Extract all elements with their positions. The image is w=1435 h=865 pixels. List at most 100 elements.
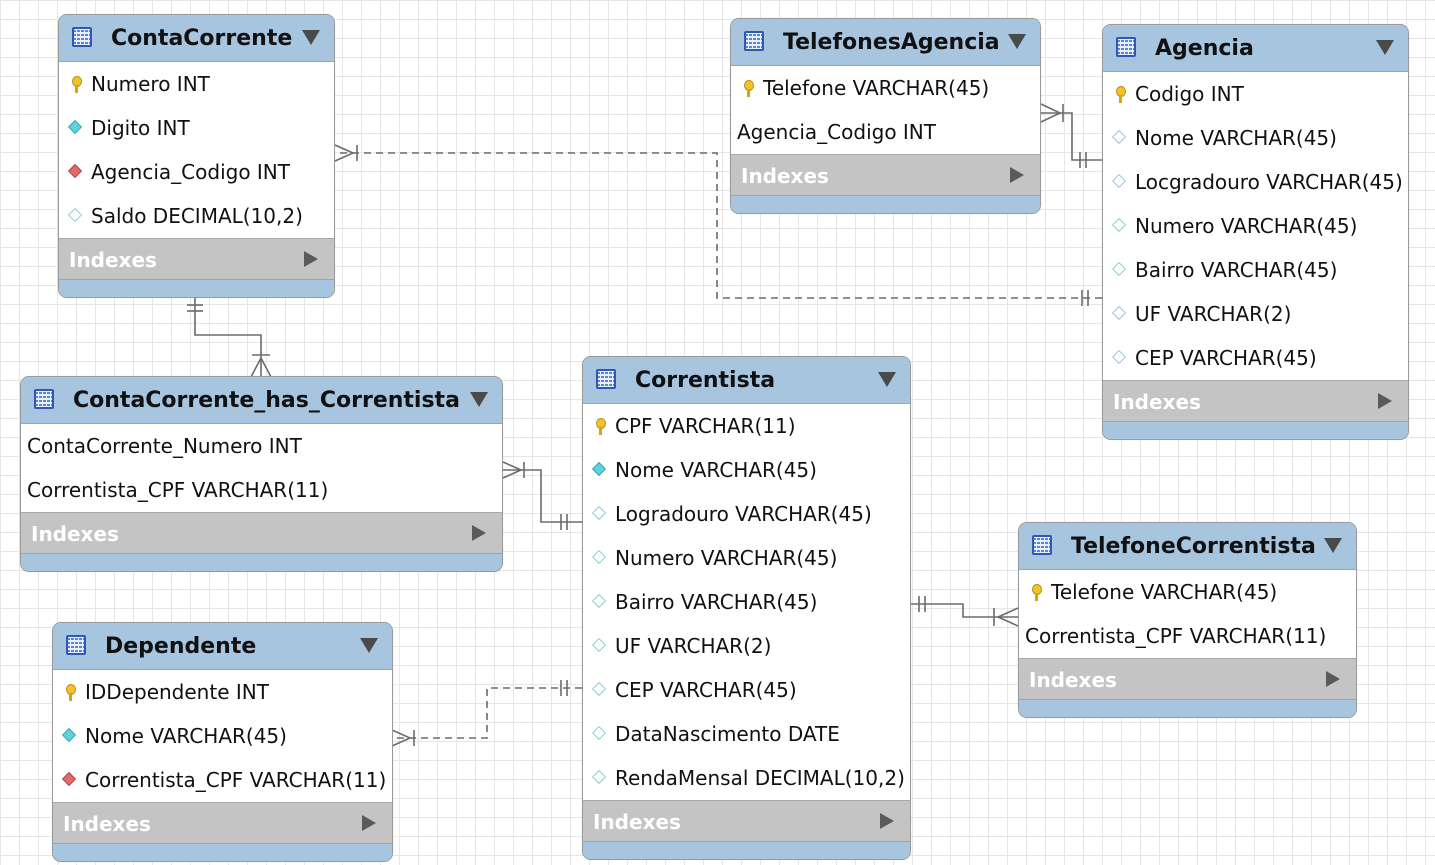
indexes-section[interactable]: Indexes [1103,380,1408,421]
entity-title: ContaCorrente_has_Correntista [73,388,460,413]
crowfoot-contacorrente-end [334,144,358,162]
field-name: Agencia_Codigo INT [91,160,290,184]
indexes-section[interactable]: Indexes [1019,658,1356,699]
collapse-arrow-icon[interactable] [1324,538,1342,553]
field-row[interactable]: Saldo DECIMAL(10,2) [59,194,334,238]
entity-header[interactable]: ContaCorrente [59,15,334,62]
expand-arrow-icon[interactable] [362,815,376,831]
entity-title: TelefonesAgencia [783,30,1000,55]
nullable-column-icon [593,726,607,742]
relationship-correntista-dependente[interactable] [392,687,582,739]
nullable-column-icon [593,550,607,566]
collapse-arrow-icon[interactable] [470,392,488,407]
field-row[interactable]: Locgradouro VARCHAR(45) [1103,160,1408,204]
entity-agencia[interactable]: Agencia Codigo INT Nome VARCHAR(45) Locg… [1102,24,1409,440]
expand-arrow-icon[interactable] [880,813,894,829]
entity-footer [731,195,1040,213]
field-name: Numero VARCHAR(45) [615,546,838,570]
indexes-label: Indexes [741,164,829,188]
collapse-arrow-icon[interactable] [878,372,896,387]
indexes-section[interactable]: Indexes [53,802,392,843]
entity-telefonecorrentista[interactable]: TelefoneCorrentista Telefone VARCHAR(45)… [1018,522,1357,718]
expand-arrow-icon[interactable] [1378,393,1392,409]
field-row[interactable]: Correntista_CPF VARCHAR(11) [1019,614,1356,658]
field-row[interactable]: IDDependente INT [53,670,392,714]
field-row[interactable]: Correntista_CPF VARCHAR(11) [53,758,392,802]
entity-header[interactable]: Dependente [53,623,392,670]
nullable-column-icon [1113,350,1127,366]
relationship-contacorrente-has-correntista[interactable] [194,296,262,377]
field-row[interactable]: Bairro VARCHAR(45) [1103,248,1408,292]
primary-key-icon [1113,86,1127,103]
collapse-arrow-icon[interactable] [1376,40,1394,55]
entity-dependente[interactable]: Dependente IDDependente INT Nome VARCHAR… [52,622,393,862]
field-row[interactable]: Numero VARCHAR(45) [583,536,910,580]
entity-title: ContaCorrente [111,26,293,51]
entity-header[interactable]: Correntista [583,357,910,404]
entity-header[interactable]: Agencia [1103,25,1408,72]
field-name: Correntista_CPF VARCHAR(11) [85,768,387,792]
field-row[interactable]: Numero VARCHAR(45) [1103,204,1408,248]
field-row[interactable]: Nome VARCHAR(45) [1103,116,1408,160]
expand-arrow-icon[interactable] [472,525,486,541]
nullable-column-icon [593,638,607,654]
entity-header[interactable]: ContaCorrente_has_Correntista [21,377,502,424]
entity-title: Correntista [635,368,776,393]
field-row[interactable]: Agencia_Codigo INT [731,110,1040,154]
expand-arrow-icon[interactable] [1010,167,1024,183]
relationship-correntista-telefonecorrentista[interactable] [910,603,1018,618]
field-row[interactable]: UF VARCHAR(2) [583,624,910,668]
field-row[interactable]: Telefone VARCHAR(45) [731,66,1040,110]
relationship-agencia-telefonesagencia[interactable] [1041,112,1102,161]
relationship-correntista-has-correntista[interactable] [503,469,582,523]
field-row[interactable]: ContaCorrente_Numero INT [21,424,502,468]
entity-correntista[interactable]: Correntista CPF VARCHAR(11) Nome VARCHAR… [582,356,911,860]
entity-footer [21,553,502,571]
field-row[interactable]: Correntista_CPF VARCHAR(11) [21,468,502,512]
indexes-section[interactable]: Indexes [731,154,1040,195]
field-name: Digito INT [91,116,190,140]
expand-arrow-icon[interactable] [304,251,318,267]
collapse-arrow-icon[interactable] [1008,34,1026,49]
entity-header[interactable]: TelefoneCorrentista [1019,523,1356,570]
entity-header[interactable]: TelefonesAgencia [731,19,1040,66]
indexes-section[interactable]: Indexes [59,238,334,279]
relationship-agencia-contacorrente[interactable] [335,152,1102,299]
field-row[interactable]: Bairro VARCHAR(45) [583,580,910,624]
field-row[interactable]: RendaMensal DECIMAL(10,2) [583,756,910,800]
field-row[interactable]: Nome VARCHAR(45) [583,448,910,492]
collapse-arrow-icon[interactable] [360,638,378,653]
field-row[interactable]: CEP VARCHAR(45) [1103,336,1408,380]
entity-contacorrente[interactable]: ContaCorrente Numero INT Digito INT Agen… [58,14,335,298]
indexes-label: Indexes [1029,668,1117,692]
field-row[interactable]: DataNascimento DATE [583,712,910,756]
nullable-column-icon [1113,306,1127,322]
indexes-section[interactable]: Indexes [583,800,910,841]
field-row[interactable]: Numero INT [59,62,334,106]
field-row[interactable]: CEP VARCHAR(45) [583,668,910,712]
field-name: CEP VARCHAR(45) [1135,346,1317,370]
field-row[interactable]: Logradouro VARCHAR(45) [583,492,910,536]
nullable-column-icon [1113,218,1127,234]
field-row[interactable]: UF VARCHAR(2) [1103,292,1408,336]
entity-telefonesagencia[interactable]: TelefonesAgencia Telefone VARCHAR(45) Ag… [730,18,1041,214]
entity-contacorrente-has-correntista[interactable]: ContaCorrente_has_Correntista ContaCorre… [20,376,503,572]
crowfoot-has-correntista-right [502,461,525,479]
field-list: Telefone VARCHAR(45) Correntista_CPF VAR… [1019,570,1356,658]
indexes-label: Indexes [63,812,151,836]
field-row[interactable]: Digito INT [59,106,334,150]
field-name: Correntista_CPF VARCHAR(11) [27,478,329,502]
indexes-section[interactable]: Indexes [21,512,502,553]
crowfoot-has-correntista-top [250,354,272,378]
foreign-key-icon [69,164,83,180]
not-null-column-icon [593,462,607,478]
field-row[interactable]: Agencia_Codigo INT [59,150,334,194]
expand-arrow-icon[interactable] [1326,671,1340,687]
field-row[interactable]: CPF VARCHAR(11) [583,404,910,448]
nullable-column-icon [593,506,607,522]
field-row[interactable]: Telefone VARCHAR(45) [1019,570,1356,614]
collapse-arrow-icon[interactable] [302,30,320,45]
field-row[interactable]: Codigo INT [1103,72,1408,116]
field-row[interactable]: Nome VARCHAR(45) [53,714,392,758]
indexes-label: Indexes [593,810,681,834]
